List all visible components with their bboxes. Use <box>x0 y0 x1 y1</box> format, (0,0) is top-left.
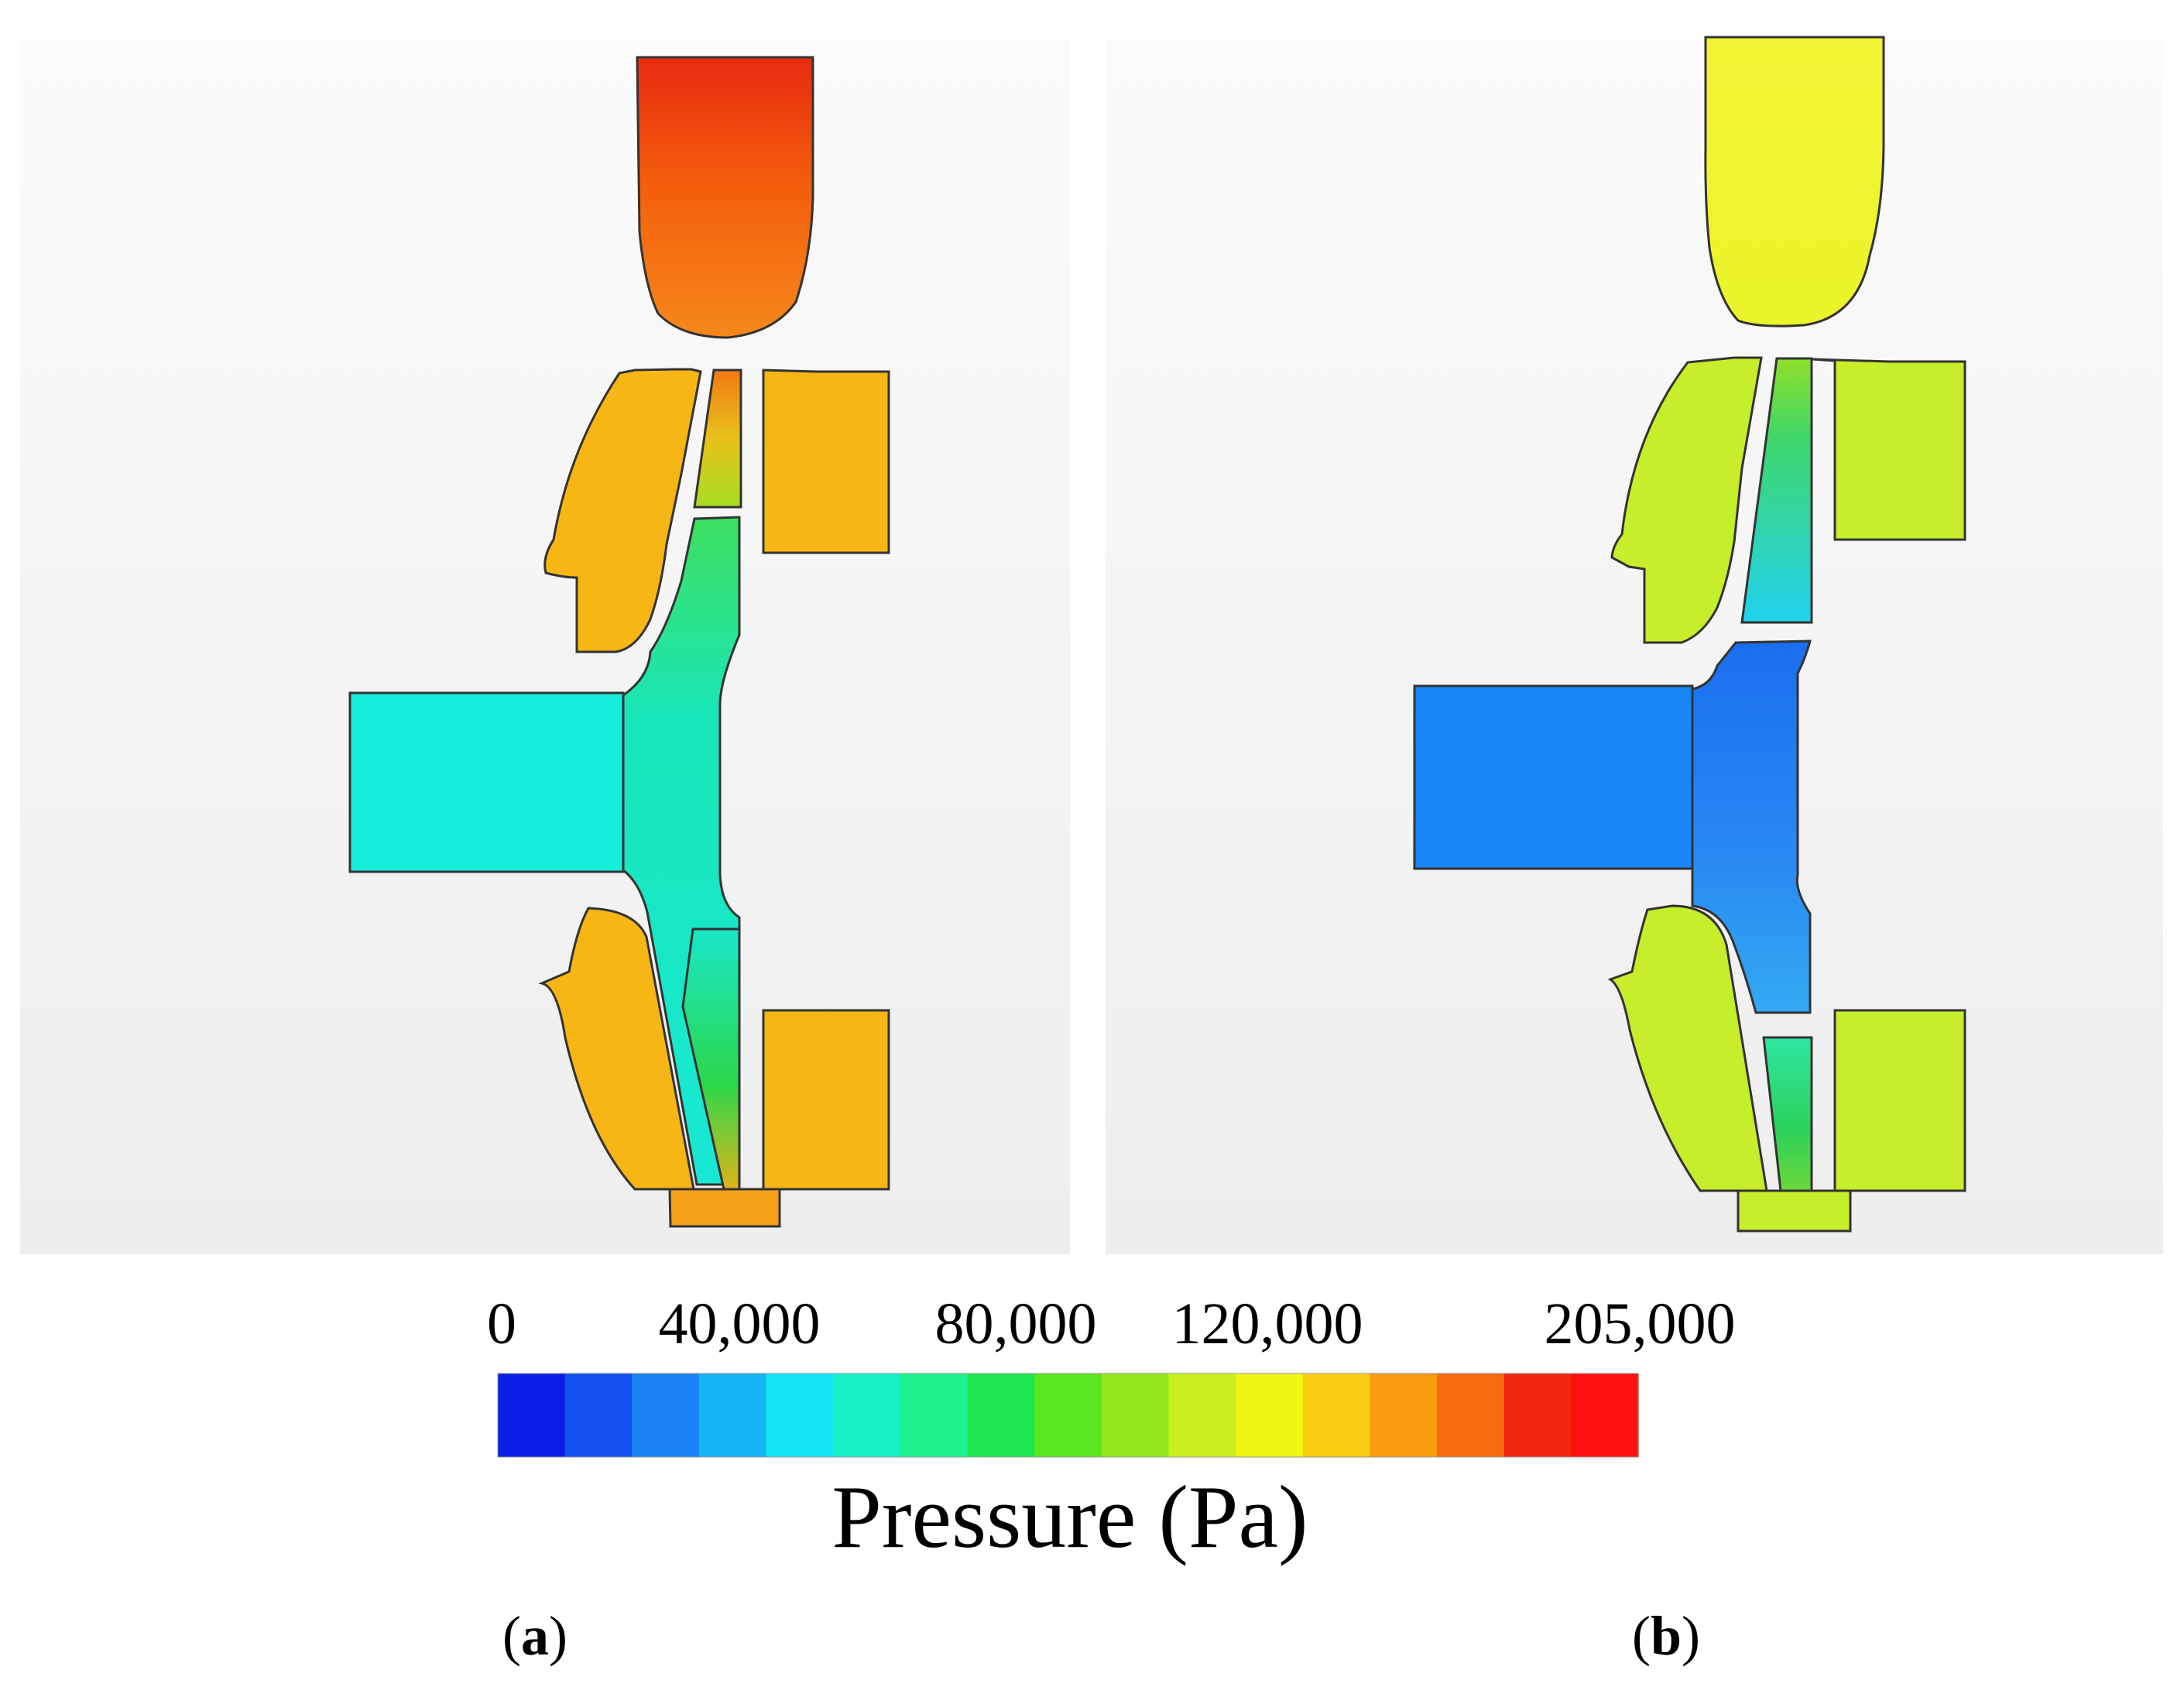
colorbar-segment <box>1236 1373 1304 1457</box>
colorbar-tick-label: 120,000 <box>1172 1291 1363 1356</box>
colorbar-segment <box>1034 1373 1102 1457</box>
colorbar-segment <box>1101 1373 1170 1457</box>
colorbar-segment <box>1503 1373 1572 1457</box>
panel-b-lower-left-block <box>1607 904 1768 1192</box>
panel-a-label-letter: a <box>521 1605 549 1667</box>
panel-a-upper-right-block <box>762 369 890 554</box>
colorbar-ticks: 0 40,000 80,000 120,000 205,000 <box>487 1291 1736 1356</box>
colorbar-tick-label: 205,000 <box>1545 1291 1736 1356</box>
colorbar-tick-label: 0 <box>487 1291 516 1356</box>
panel-b-background <box>1106 40 2163 1254</box>
colorbar-segment <box>698 1373 767 1457</box>
panel-a-geometry <box>348 56 890 1228</box>
panel-b-geometry <box>1413 36 1966 1233</box>
colorbar-segment <box>1302 1373 1371 1457</box>
panel-b-outlet <box>1737 1189 1852 1233</box>
colorbar-segment <box>766 1373 835 1457</box>
panel-b-lower-right-block <box>1833 1009 1966 1192</box>
panel-a-background <box>20 40 1070 1254</box>
panel-a-lower-left-block <box>538 907 695 1191</box>
panel-b-upper-left-block <box>1610 356 1763 644</box>
colorbar-segment <box>498 1373 566 1457</box>
colorbar-tick-label: 40,000 <box>659 1291 821 1356</box>
panel-b-upper-right-block <box>1812 358 1966 541</box>
panel-a-inlet-pipe <box>348 691 625 873</box>
colorbar-frame <box>497 1373 1639 1458</box>
panel-a-outlet <box>668 1188 781 1228</box>
panel-a-upper-channel <box>693 369 742 509</box>
colorbar-segment <box>1370 1373 1438 1457</box>
colorbar-segment <box>967 1373 1035 1457</box>
colorbar-title: Pressure (Pa) <box>831 1468 1308 1567</box>
colorbar-segment <box>1168 1373 1236 1457</box>
panel-b-upper-channel <box>1740 357 1813 624</box>
panel-a-label: (a) <box>502 1605 567 1667</box>
panel-b-inlet-pipe <box>1413 684 1694 870</box>
colorbar-tick-label: 80,000 <box>935 1291 1097 1356</box>
panel-b-inlet-region <box>1704 36 1885 327</box>
panel-b-label-letter: b <box>1651 1605 1682 1667</box>
colorbar-segment <box>1571 1373 1639 1457</box>
panel-a-lower-right-block <box>762 1009 890 1191</box>
panel-a-upper-left-block <box>543 368 702 653</box>
colorbar-segment <box>632 1373 700 1457</box>
colorbar-segment <box>1437 1373 1505 1457</box>
panel-a-inlet-region <box>636 56 814 339</box>
colorbar-segment <box>900 1373 969 1457</box>
colorbar-segment <box>564 1373 633 1457</box>
panel-b-label: (b) <box>1632 1605 1700 1667</box>
colorbar-segment <box>833 1373 901 1457</box>
colorbar <box>498 1373 1639 1457</box>
